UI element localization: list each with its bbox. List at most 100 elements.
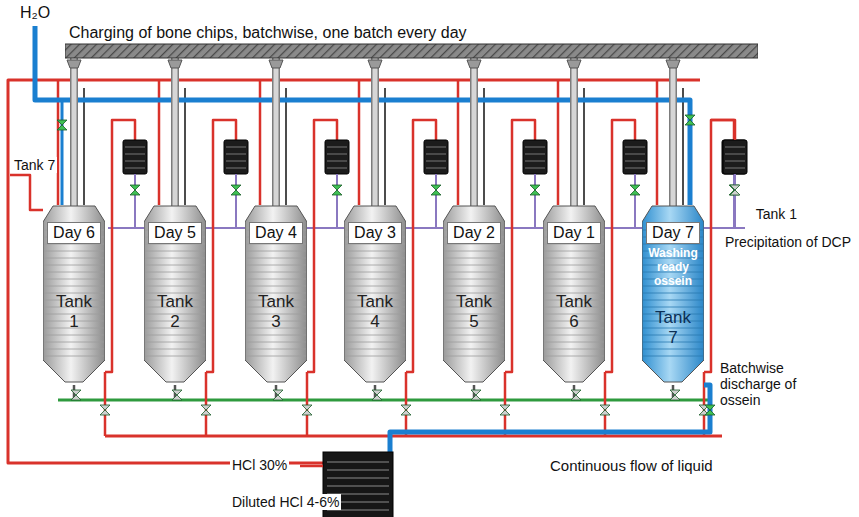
flow-label: Diluted HCl 4-6% — [230, 494, 341, 510]
charging-chute — [269, 58, 283, 206]
head-tank-rib — [625, 154, 645, 155]
tank-rib — [246, 286, 306, 287]
tank-name: Tank 7 — [648, 308, 698, 348]
tank-rib — [444, 279, 504, 280]
tank-rib — [44, 272, 104, 273]
day-label: Day 2 — [447, 222, 501, 244]
valve-symbol — [431, 185, 441, 195]
tank-rib — [345, 335, 405, 336]
tank-rib — [643, 293, 703, 294]
tank-body — [543, 206, 605, 382]
head-tank-rib — [226, 154, 246, 155]
tank-rib — [544, 342, 604, 343]
valve-symbol — [685, 115, 695, 125]
tank-rib — [145, 349, 205, 350]
pipe — [534, 174, 536, 228]
pipe — [10, 175, 43, 210]
head-tank — [224, 140, 248, 174]
tank-rib — [345, 286, 405, 287]
pipe — [735, 174, 745, 228]
tank-rib — [544, 349, 604, 350]
tank-rib — [444, 335, 504, 336]
tank-rib — [145, 342, 205, 343]
tank-rib — [44, 342, 104, 343]
day-label: Day 4 — [249, 222, 303, 244]
acid-tank: Day 2Tank 5 — [443, 200, 505, 385]
tank-rib — [444, 272, 504, 273]
pipe — [205, 372, 208, 436]
vent-line — [83, 88, 85, 205]
head-tank — [123, 140, 147, 174]
head-tank-rib — [426, 154, 446, 155]
tank-rib — [643, 300, 703, 301]
day-label: Day 6 — [47, 222, 101, 244]
tank-rib — [246, 251, 306, 252]
valve-symbol — [401, 405, 411, 415]
flow-label: Batchwise discharge of ossein — [718, 360, 822, 408]
head-tank-rib — [625, 161, 645, 162]
valve-symbol — [471, 390, 481, 400]
head-tank — [722, 140, 746, 174]
pipe — [711, 120, 735, 140]
mixing-tank-rib — [327, 461, 389, 462]
water-pipe — [390, 385, 710, 452]
head-tank — [424, 140, 448, 174]
head-tank-rib — [525, 161, 545, 162]
tank-rib — [444, 265, 504, 266]
head-tank-rib — [125, 154, 145, 155]
tank-rib — [345, 342, 405, 343]
flow-label: H₂O — [18, 4, 52, 22]
tank-name: Tank 4 — [350, 292, 400, 332]
tank-rib — [145, 286, 205, 287]
tank-rib — [544, 356, 604, 357]
tank-name: Tank 1 — [49, 292, 99, 332]
head-tank-rib — [125, 168, 145, 169]
head-tank-rib — [426, 161, 446, 162]
tank-rib — [246, 265, 306, 266]
head-tank-rib — [327, 147, 347, 148]
chute-pipe — [173, 58, 178, 206]
band-heading: Charging of bone chips, batchwise, one b… — [65, 24, 758, 42]
valve-symbol — [273, 390, 283, 400]
vent-line — [483, 88, 485, 205]
tank-rib — [544, 286, 604, 287]
pipe — [435, 174, 437, 228]
tank-body — [344, 206, 406, 382]
valve-symbol — [172, 390, 182, 400]
tank-rib — [44, 279, 104, 280]
tank-body — [443, 206, 505, 382]
tank-rib — [145, 258, 205, 259]
tank-rib — [44, 356, 104, 357]
head-tank — [723, 140, 747, 174]
acid-tank: Day 1Tank 6 — [543, 200, 605, 385]
pipe — [634, 174, 636, 228]
valve-symbol — [571, 390, 581, 400]
head-tank-rib — [724, 154, 744, 155]
flow-label: Tank 7 — [12, 157, 57, 173]
head-tank-rib — [226, 168, 246, 169]
chute-outline — [171, 58, 179, 206]
tank-rib — [345, 279, 405, 280]
tank-rib — [345, 272, 405, 273]
tank-rib — [44, 349, 104, 350]
tank-rib — [444, 286, 504, 287]
tank-rib — [246, 342, 306, 343]
flow-label: Precipitation of DCP — [723, 234, 853, 250]
chute-funnel — [67, 60, 81, 68]
acid-tank: Day 3Tank 4 — [344, 200, 406, 385]
valve-symbol — [670, 390, 680, 400]
head-tank-rib — [724, 161, 744, 162]
pipe — [58, 399, 712, 402]
valve-symbol — [100, 405, 110, 415]
chute-funnel — [666, 60, 680, 68]
day-label: Day 5 — [148, 222, 202, 244]
tank-rib — [544, 279, 604, 280]
charging-chute — [67, 58, 81, 206]
charging-chute — [467, 58, 481, 206]
tank-name: Tank 3 — [251, 292, 301, 332]
valve-symbol — [530, 185, 540, 195]
pipe — [405, 372, 408, 436]
head-tank-rib — [426, 147, 446, 148]
chute-outline — [371, 58, 379, 206]
